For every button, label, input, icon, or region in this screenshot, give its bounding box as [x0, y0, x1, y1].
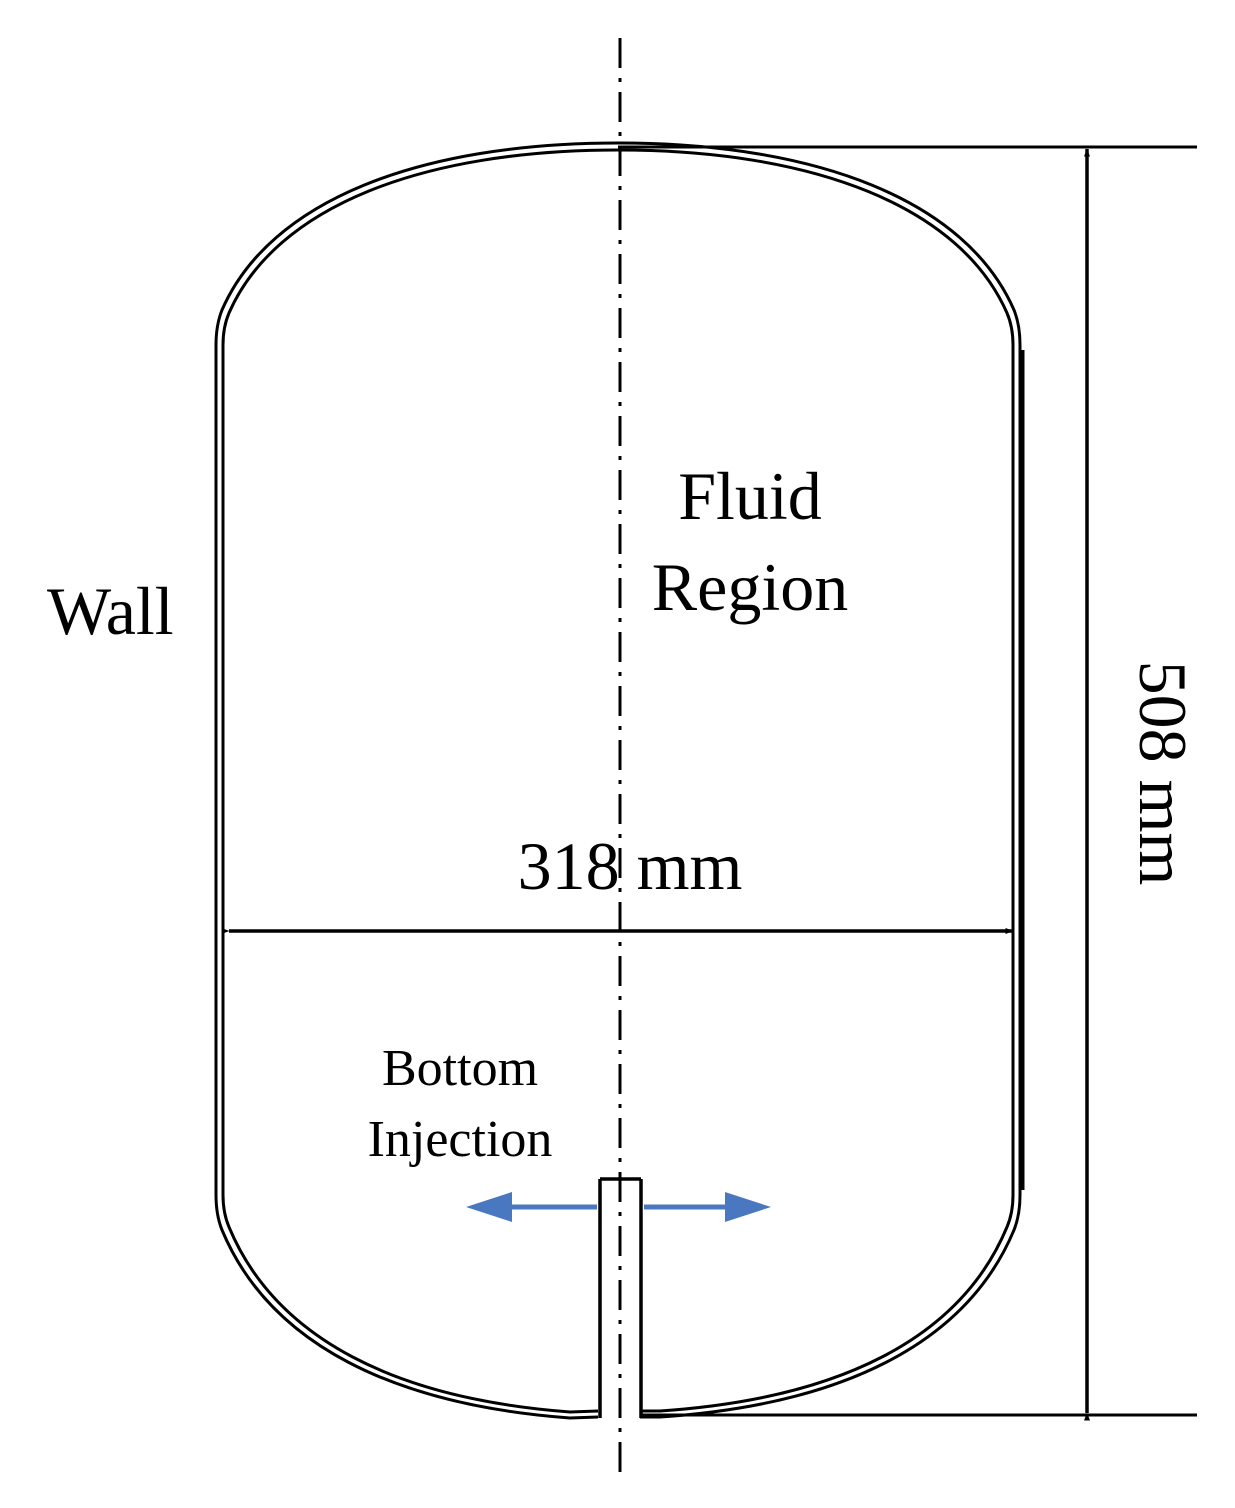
height-extension-lines: [618, 145, 1197, 1417]
tank-wall: [214, 141, 1025, 1420]
bottom-injection-label-line2: Injection: [368, 1111, 553, 1168]
diameter-label: 318 mm: [518, 828, 743, 904]
injection-arrows: [466, 1192, 771, 1222]
fluid-region-label-line2: Region: [652, 549, 848, 625]
wall-label: Wall: [47, 573, 174, 649]
height-label: 508 mm: [1125, 661, 1201, 886]
bottom-injection-label-line1: Bottom: [382, 1040, 538, 1097]
injection-arrow-right-head: [725, 1192, 771, 1222]
tank-wall-inner: [221, 148, 1015, 1414]
tank-wall-outer: [214, 141, 1022, 1420]
fluid-region-label-line1: Fluid: [678, 458, 822, 534]
injection-arrow-left-head: [466, 1192, 512, 1222]
